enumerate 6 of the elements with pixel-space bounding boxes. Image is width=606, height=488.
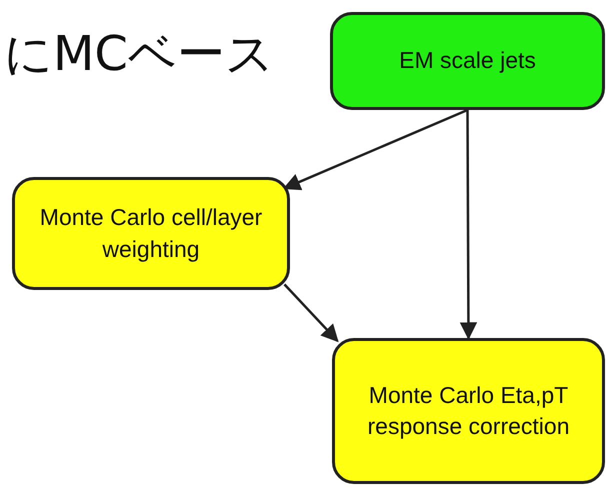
process-box: EM scale jets xyxy=(330,12,605,110)
process-box: Monte Carlo Eta,pT response correction xyxy=(332,338,605,484)
arrow xyxy=(284,284,339,342)
process-box: Monte Carlo cell/layer weighting xyxy=(12,177,290,290)
heading-text: にMCベース xyxy=(4,25,274,84)
arrow xyxy=(460,110,478,340)
